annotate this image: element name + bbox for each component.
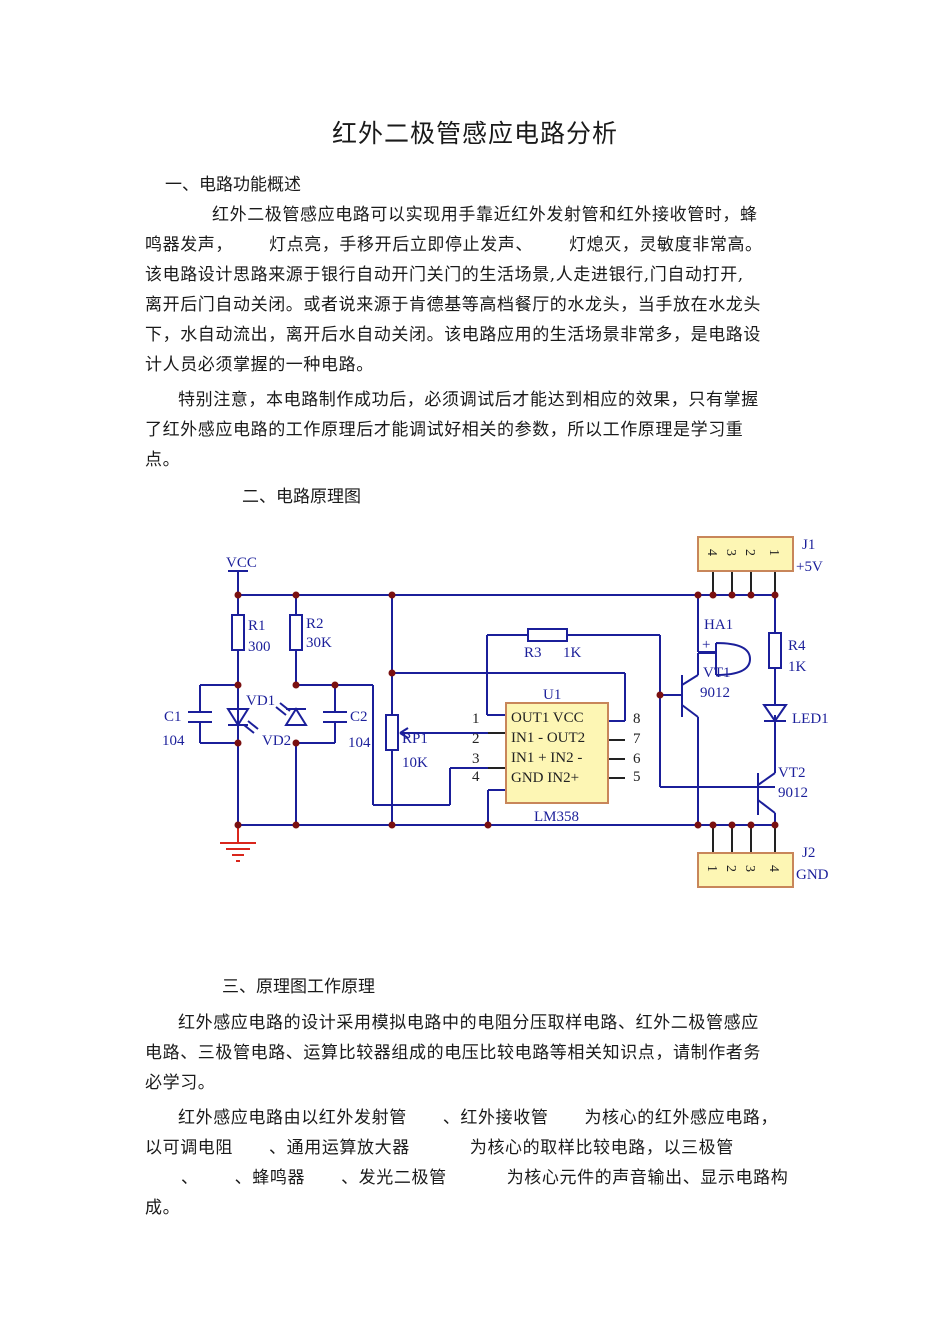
paragraph-line: 鸣器发声， 灯点亮，手移开后立即停止发声、 灯熄灭，灵敏度非常高。 bbox=[145, 235, 763, 255]
vt1-value: 9012 bbox=[700, 685, 730, 701]
section-heading-2: 二、电路原理图 bbox=[242, 487, 361, 507]
u1-pin: 3 bbox=[472, 751, 480, 767]
u1-pin: 8 bbox=[633, 711, 641, 727]
c1-value: 104 bbox=[162, 733, 185, 749]
rp1-label: RP1 bbox=[402, 731, 428, 747]
vt2-label: VT2 bbox=[778, 765, 806, 781]
paragraph-line: 计人员必须掌握的一种电路。 bbox=[145, 355, 374, 375]
r3-resistor bbox=[527, 628, 568, 642]
j1-connector bbox=[697, 536, 794, 572]
u1-pin: 6 bbox=[633, 751, 641, 767]
r1-value: 300 bbox=[248, 639, 271, 655]
section-heading-1: 一、电路功能概述 bbox=[165, 175, 301, 195]
j1-net: +5V bbox=[796, 559, 823, 575]
paragraph-line: 必学习。 bbox=[145, 1073, 216, 1093]
j2-pin: 1 bbox=[704, 865, 719, 872]
u1-pin: 1 bbox=[472, 711, 480, 727]
vt2-value: 9012 bbox=[778, 785, 808, 801]
u1-chip bbox=[505, 702, 609, 804]
paragraph-line: 红外二极管感应电路可以实现用手靠近红外发射管和红外接收管时，蜂 bbox=[212, 205, 758, 225]
paragraph-line: 该电路设计思路来源于银行自动开门关门的生活场景,人走进银行,门自动打开, bbox=[145, 265, 744, 285]
r1-label: R1 bbox=[248, 618, 266, 634]
r2-label: R2 bbox=[306, 616, 324, 632]
rp1-value: 10K bbox=[402, 755, 428, 771]
document-title: 红外二极管感应电路分析 bbox=[331, 119, 618, 148]
c1-label: C1 bbox=[164, 709, 182, 725]
vd1-label: VD1 bbox=[246, 693, 275, 709]
r4-value: 1K bbox=[788, 659, 807, 675]
section-heading-3: 三、原理图工作原理 bbox=[222, 977, 375, 997]
u1-row: GND IN2+ bbox=[511, 770, 579, 786]
paragraph-line: 点。 bbox=[145, 450, 181, 470]
u1-label: U1 bbox=[543, 687, 561, 703]
rp1-potentiometer bbox=[385, 714, 399, 751]
ha1-label: HA1 bbox=[704, 617, 733, 633]
ground-symbol bbox=[220, 825, 256, 862]
j2-pin: 2 bbox=[723, 865, 738, 872]
j1-pin: 3 bbox=[723, 549, 738, 556]
r3-label: R3 bbox=[524, 645, 542, 661]
paragraph-line: 电路、三极管电路、运算比较器组成的电压比较电路等相关知识点，请制作者务 bbox=[145, 1043, 761, 1063]
paragraph-line: 成。 bbox=[145, 1198, 181, 1218]
r2-value: 30K bbox=[306, 635, 332, 651]
j1-label: J1 bbox=[802, 537, 815, 553]
c2-label: C2 bbox=[350, 709, 368, 725]
paragraph-line: 下，水自动流出，离开后水自动关闭。该电路应用的生活场景非常多，是电路设 bbox=[145, 325, 761, 345]
u1-part: LM358 bbox=[534, 809, 579, 825]
j1-pin: 2 bbox=[742, 549, 757, 556]
j2-connector bbox=[697, 852, 794, 888]
led1-label: LED1 bbox=[792, 711, 829, 727]
r2-resistor bbox=[289, 614, 303, 651]
paragraph-line: 红外感应电路的设计采用模拟电路中的电阻分压取样电路、红外二极管感应 bbox=[178, 1013, 759, 1033]
paragraph-line: 特别注意，本电路制作成功后，必须调试后才能达到相应的效果，只有掌握 bbox=[178, 390, 759, 410]
j2-net: GND bbox=[796, 867, 829, 883]
paragraph-line: 了红外感应电路的工作原理后才能调试好相关的参数，所以工作原理是学习重 bbox=[145, 420, 744, 440]
u1-row: IN1 - OUT2 bbox=[511, 730, 585, 746]
j1-pin: 1 bbox=[766, 549, 781, 556]
r3-value: 1K bbox=[563, 645, 582, 661]
r1-resistor bbox=[231, 614, 245, 651]
j2-pin: 4 bbox=[766, 865, 781, 872]
c2-value: 104 bbox=[348, 735, 371, 751]
r4-resistor bbox=[768, 632, 782, 669]
vcc-label: VCC bbox=[226, 555, 257, 571]
ha1-plus: + bbox=[702, 637, 710, 653]
u1-pin: 4 bbox=[472, 769, 480, 785]
vd2-label: VD2 bbox=[262, 733, 291, 749]
junction-dots bbox=[234, 591, 779, 829]
paragraph-line: 红外感应电路由以红外发射管 、红外接收管 为核心的红外感应电路， bbox=[178, 1108, 779, 1128]
r4-label: R4 bbox=[788, 638, 806, 654]
j2-label: J2 bbox=[802, 845, 815, 861]
u1-row: IN1 + IN2 - bbox=[511, 750, 582, 766]
j1-pin: 4 bbox=[704, 549, 719, 556]
u1-row: OUT1 VCC bbox=[511, 710, 584, 726]
paragraph-line: 离开后门自动关闭。或者说来源于肯德基等高档餐厅的水龙头，当手放在水龙头 bbox=[145, 295, 761, 315]
circuit-schematic: VCC R1 300 R2 30K C1 104 VD1 VD2 C2 104 … bbox=[150, 525, 850, 895]
u1-pin: 2 bbox=[472, 731, 480, 747]
u1-pin: 5 bbox=[633, 769, 641, 785]
u1-pin: 7 bbox=[633, 731, 641, 747]
j2-pin: 3 bbox=[742, 865, 757, 872]
vt1-label: VT1 bbox=[703, 665, 731, 681]
paragraph-line: 以可调电阻 、通用运算放大器 为核心的取样比较电路，以三极管 bbox=[145, 1138, 734, 1158]
paragraph-line: 、 、蜂鸣器 、发光二极管 为核心元件的声音输出、显示电路构 bbox=[145, 1168, 789, 1188]
